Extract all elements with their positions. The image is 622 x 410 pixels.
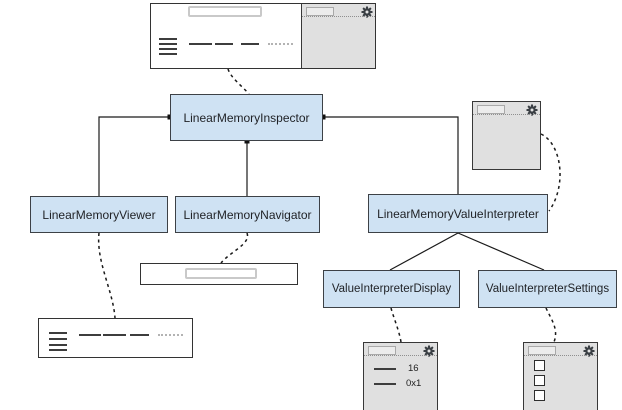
edge-settings-mockup xyxy=(545,307,557,343)
edge-navigator-mockup xyxy=(220,232,249,264)
memory-row-lines-icon xyxy=(159,43,177,45)
edge-inspector-viewer xyxy=(98,116,170,196)
value-row-line-icon xyxy=(374,368,396,370)
panel-separator xyxy=(302,16,375,17)
node-linear-memory-inspector: LinearMemoryInspector xyxy=(170,94,323,141)
memory-row-lines-icon xyxy=(159,38,177,40)
node-label: LinearMemoryViewer xyxy=(42,207,156,222)
memory-bytes-line-icon xyxy=(103,334,126,336)
edge-display-mockup xyxy=(390,307,402,343)
checkbox-icon xyxy=(534,360,545,371)
panel-input-sketch xyxy=(477,105,505,114)
memory-bytes-line-icon xyxy=(79,334,101,336)
viewer-mockup-window xyxy=(38,318,193,358)
node-label: LinearMemoryNavigator xyxy=(183,207,312,222)
node-label: ValueInterpreterSettings xyxy=(485,283,610,295)
display-mockup-window: 16 0x1 xyxy=(363,342,438,410)
node-linear-memory-navigator: LinearMemoryNavigator xyxy=(175,196,320,233)
panel-input-sketch xyxy=(368,346,396,355)
memory-row-lines-icon xyxy=(49,338,67,340)
value-row-text: 0x1 xyxy=(406,378,422,389)
inspector-mockup-side-panel xyxy=(301,4,375,68)
panel-input-sketch xyxy=(306,7,334,16)
memory-ascii-dotted-icon xyxy=(158,334,183,336)
checkbox-icon xyxy=(534,375,545,386)
panel-input-sketch xyxy=(528,346,556,355)
memory-row-lines-icon xyxy=(49,349,67,351)
memory-row-lines-icon xyxy=(49,332,67,334)
value-row-line-icon xyxy=(374,383,396,385)
memory-bytes-line-icon xyxy=(215,43,233,45)
checkbox-icon xyxy=(534,390,545,401)
edge-viewer-mockup xyxy=(97,232,116,319)
settings-mockup-window xyxy=(523,342,598,410)
memory-bytes-line-icon xyxy=(130,334,149,336)
node-linear-memory-value-interpreter: LinearMemoryValueInterpreter xyxy=(368,194,548,233)
address-input-sketch xyxy=(188,6,262,17)
edge-mockup-inspector xyxy=(227,68,250,95)
memory-row-lines-icon xyxy=(159,48,177,50)
node-label: ValueInterpreterDisplay xyxy=(331,283,452,295)
node-label: LinearMemoryInspector xyxy=(183,110,310,125)
node-value-interpreter-settings: ValueInterpreterSettings xyxy=(478,270,617,308)
edge-inspector-valueinterpreter xyxy=(323,116,459,194)
node-linear-memory-viewer: LinearMemoryViewer xyxy=(30,196,168,233)
memory-ascii-dotted-icon xyxy=(268,43,293,45)
memory-bytes-line-icon xyxy=(241,43,259,45)
panel-separator xyxy=(473,114,540,115)
edge-valueinterpreter-display xyxy=(389,232,459,271)
memory-row-lines-icon xyxy=(159,53,177,55)
memory-row-lines-icon xyxy=(49,344,67,346)
value-interpreter-mockup-window xyxy=(472,101,541,170)
inspector-mockup-window xyxy=(150,3,376,69)
value-row-text: 16 xyxy=(408,363,419,374)
address-input-sketch xyxy=(185,268,257,279)
node-value-interpreter-display: ValueInterpreterDisplay xyxy=(323,270,460,308)
memory-bytes-line-icon xyxy=(189,43,212,45)
panel-separator xyxy=(364,355,437,356)
edge-valueinterpreter-settings xyxy=(457,232,545,271)
panel-separator xyxy=(524,355,597,356)
navigator-mockup-window xyxy=(140,263,298,285)
node-label: LinearMemoryValueInterpreter xyxy=(377,206,539,221)
